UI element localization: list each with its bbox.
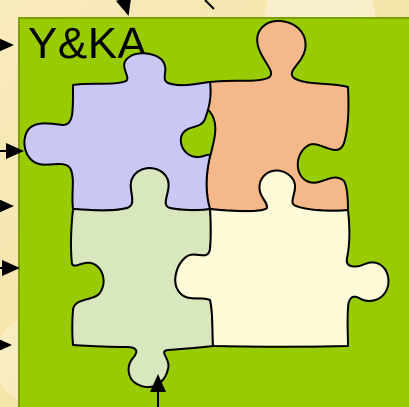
arrow-top-secondary [205, 0, 214, 9]
arrow-top [124, 0, 128, 14]
puzzle-piece-top-left [24, 53, 210, 210]
